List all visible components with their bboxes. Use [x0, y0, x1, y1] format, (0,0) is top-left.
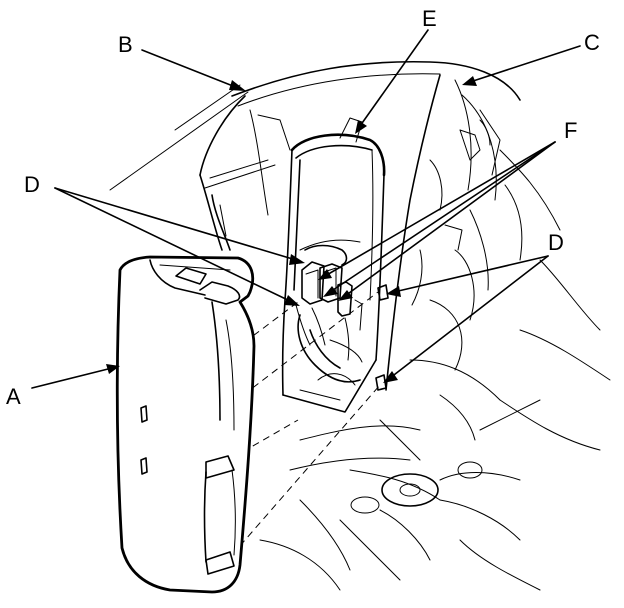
callout-d-left: D — [24, 172, 40, 197]
callout-f: F — [564, 118, 577, 143]
leader-lines — [31, 29, 581, 389]
vehicle-body — [109, 60, 611, 591]
callout-b: B — [118, 32, 133, 57]
cover-a — [115, 255, 256, 594]
callout-c: C — [584, 30, 600, 55]
control-unit — [295, 244, 363, 383]
callout-e: E — [422, 6, 437, 31]
mounting-tabs — [375, 284, 389, 391]
callout-a: A — [6, 384, 21, 409]
callout-d-right: D — [548, 230, 564, 255]
